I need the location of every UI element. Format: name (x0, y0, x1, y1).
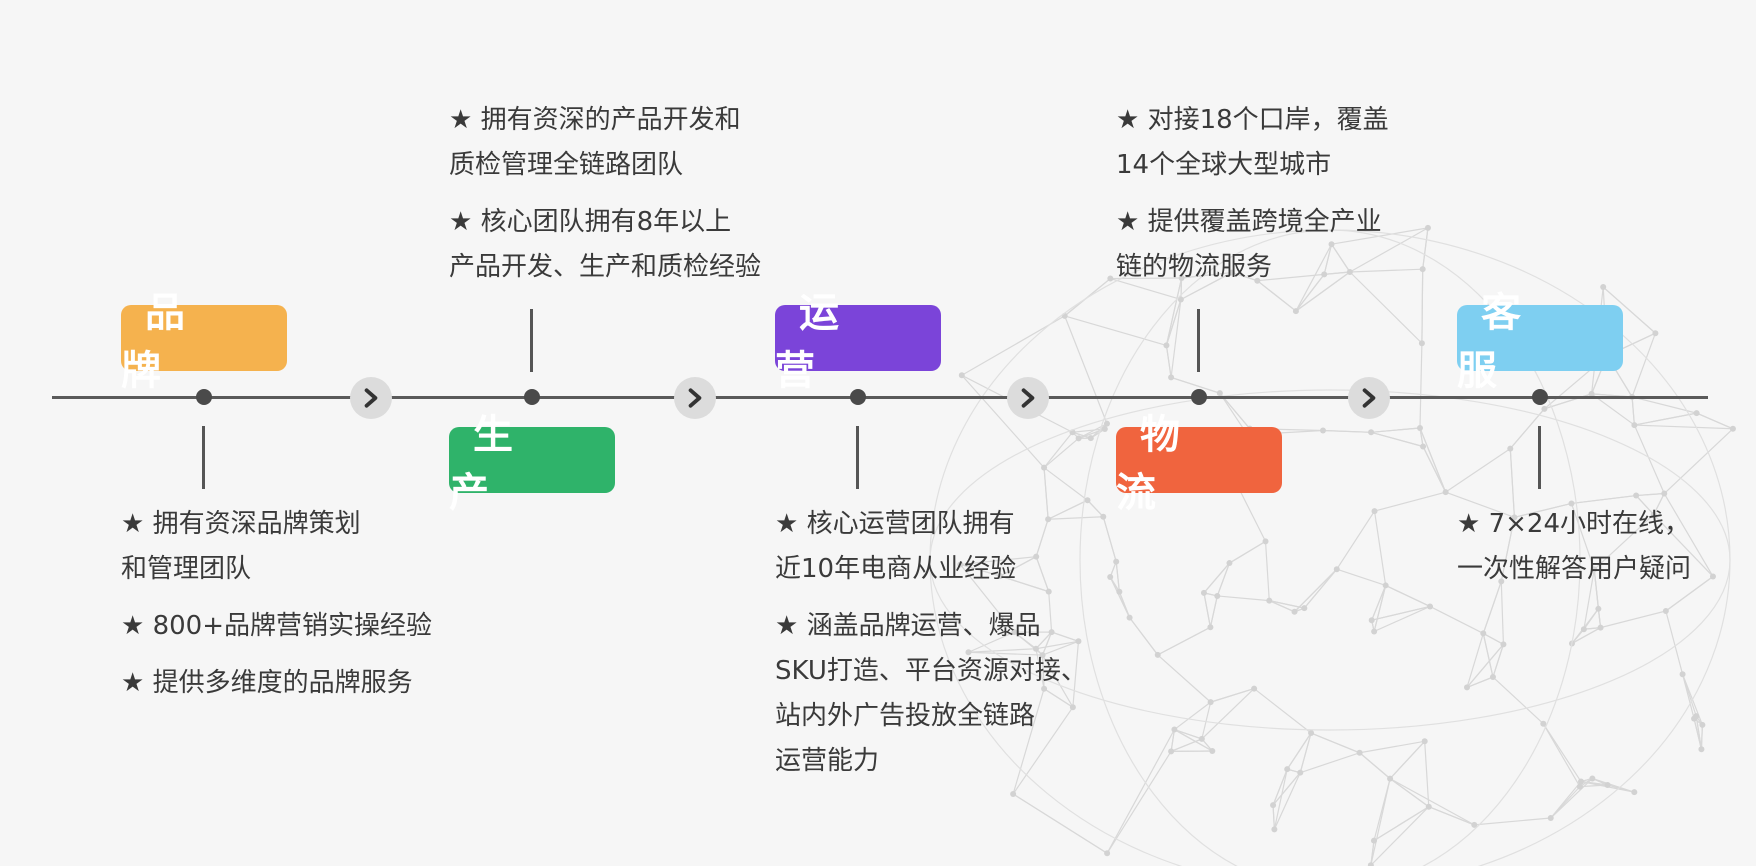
connector-brand (202, 426, 205, 489)
chevron-right-icon (364, 388, 378, 408)
timeline-node-brand (196, 389, 212, 405)
connector-operations (856, 426, 859, 489)
feature-line: ★ 800+品牌营销实操经验 (121, 611, 432, 641)
feature-line: ★ 7×24小时在线， (1457, 509, 1690, 539)
feature-line: ★ 提供多维度的品牌服务 (121, 668, 413, 698)
feature-line: ★ 拥有资深品牌策划 (121, 509, 361, 539)
timeline-node-service (1532, 389, 1548, 405)
feature-item: ★ 拥有资深的产品开发和质检管理全链路团队 (449, 98, 761, 188)
stage-desc-brand: ★ 拥有资深品牌策划和管理团队 ★ 800+品牌营销实操经验 ★ 提供多维度的品牌服… (121, 502, 432, 718)
feature-item: ★ 对接18个口岸，覆盖 14个全球大型城市 (1116, 98, 1389, 188)
stage-desc-logistics: ★ 对接18个口岸，覆盖 14个全球大型城市 ★ 提供覆盖跨境全产业链的物流服务 (1116, 98, 1389, 302)
stage-tag-logistics: 物 流 (1116, 412, 1282, 516)
timeline-axis (52, 396, 1708, 399)
feature-item: ★ 涵盖品牌运营、爆品 SKU打造、平台资源对接、站内外广告投放全链路运营能力 (775, 604, 1087, 784)
stage-tag-operations: 运 营 (775, 290, 941, 394)
feature-item: ★ 核心团队拥有8年以上产品开发、生产和质检经验 (449, 200, 761, 290)
stage-desc-production: ★ 拥有资深的产品开发和质检管理全链路团队 ★ 核心团队拥有8年以上产品开发、生产… (449, 98, 761, 302)
feature-line: ★ 提供覆盖跨境全产业 (1116, 207, 1382, 237)
feature-line: 14个全球大型城市 (1116, 150, 1332, 180)
feature-line: 和管理团队 (121, 554, 252, 584)
feature-item: ★ 提供多维度的品牌服务 (121, 661, 432, 706)
chevron-right-icon (1021, 388, 1035, 408)
feature-line: ★ 涵盖品牌运营、爆品 (775, 611, 1041, 641)
connector-service (1538, 426, 1541, 489)
feature-line: ★ 拥有资深的产品开发和 (449, 105, 741, 135)
feature-line: 产品开发、生产和质检经验 (449, 252, 762, 282)
timeline-arrow (1007, 377, 1049, 419)
feature-line: ★ 核心团队拥有8年以上 (449, 207, 732, 237)
timeline-arrow (350, 377, 392, 419)
feature-line: 站内外广告投放全链路 (775, 701, 1036, 731)
timeline-node-production (524, 389, 540, 405)
connector-logistics (1197, 309, 1200, 372)
feature-line: SKU打造、平台资源对接、 (775, 656, 1087, 686)
chevron-right-icon (1362, 388, 1376, 408)
feature-line: 链的物流服务 (1116, 252, 1273, 282)
feature-item: ★ 拥有资深品牌策划和管理团队 (121, 502, 432, 592)
feature-line: 运营能力 (775, 746, 880, 776)
feature-item: ★ 7×24小时在线， 一次性解答用户疑问 (1457, 502, 1691, 592)
stage-tag-brand: 品 牌 (121, 290, 287, 394)
connector-production (530, 309, 533, 372)
timeline-arrow (1348, 377, 1390, 419)
feature-item: ★ 800+品牌营销实操经验 (121, 604, 432, 649)
feature-item: ★ 提供覆盖跨境全产业链的物流服务 (1116, 200, 1389, 290)
feature-line: ★ 核心运营团队拥有 (775, 509, 1015, 539)
timeline-arrow (674, 377, 716, 419)
timeline-node-logistics (1191, 389, 1207, 405)
stage-desc-operations: ★ 核心运营团队拥有近10年电商从业经验 ★ 涵盖品牌运营、爆品 SKU打造、平台资… (775, 502, 1087, 796)
feature-line: 一次性解答用户疑问 (1457, 554, 1692, 584)
feature-line: 质检管理全链路团队 (449, 150, 684, 180)
stage-desc-service: ★ 7×24小时在线， 一次性解答用户疑问 (1457, 502, 1691, 604)
stage-tag-service: 客 服 (1457, 290, 1623, 394)
timeline-node-operations (850, 389, 866, 405)
chevron-right-icon (688, 388, 702, 408)
feature-item: ★ 核心运营团队拥有近10年电商从业经验 (775, 502, 1087, 592)
feature-line: ★ 对接18个口岸，覆盖 (1116, 105, 1389, 135)
stage-tag-production: 生 产 (449, 412, 615, 516)
feature-line: 近10年电商从业经验 (775, 554, 1017, 584)
